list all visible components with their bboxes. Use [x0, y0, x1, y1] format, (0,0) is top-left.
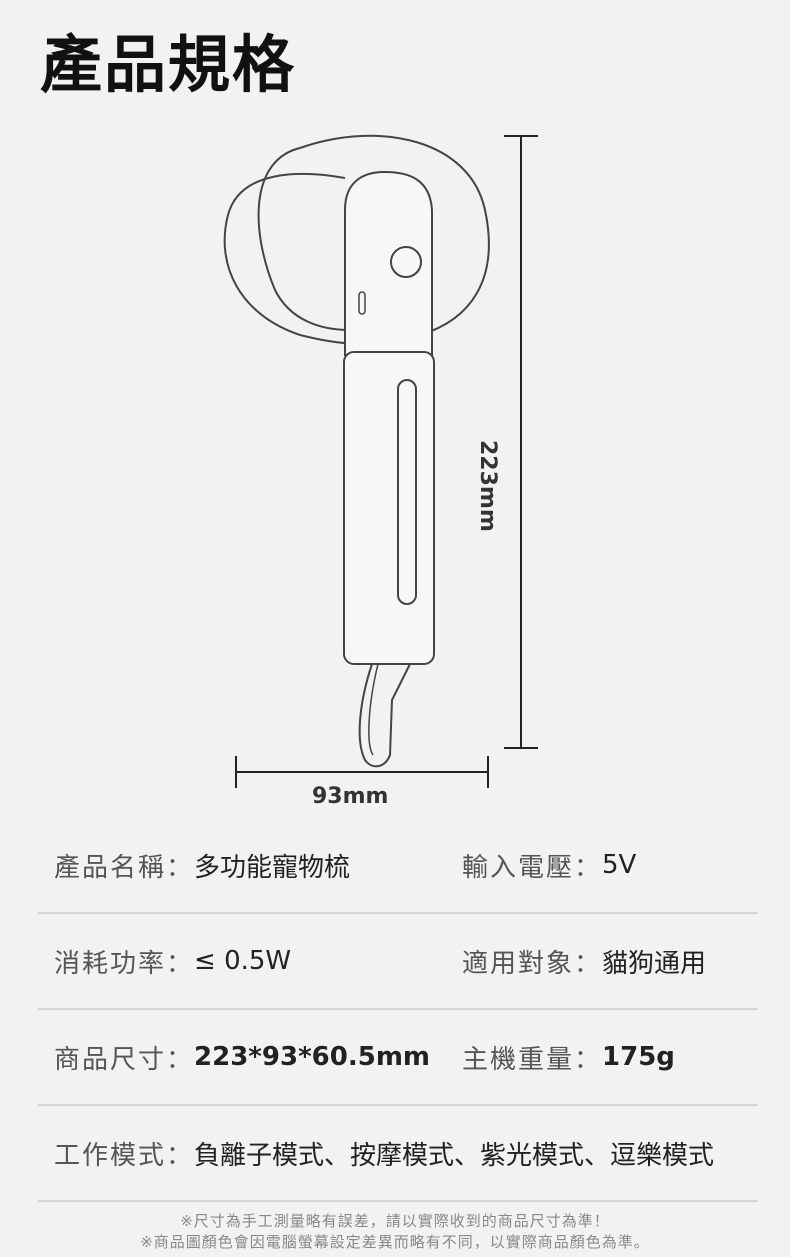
disclaimer-note: ※尺寸為手工測量略有誤差，請以實際收到的商品尺寸為準！ [180, 1212, 610, 1230]
width-dimension-label: 93mm [312, 784, 389, 809]
spec-label: 適用對象： [462, 948, 603, 979]
spec-item-name: 產品名稱： 多功能寵物梳 [54, 818, 350, 912]
spec-value: 貓狗通用 [602, 948, 707, 979]
spec-label: 產品名稱： [54, 852, 195, 883]
page-title: 產品規格 [40, 28, 297, 101]
spec-row: 產品名稱： 多功能寵物梳 輸入電壓： 5V [38, 818, 758, 914]
power-button-icon [390, 246, 422, 278]
spec-label: 工作模式： [54, 1140, 195, 1171]
spec-row: 工作模式： 負離子模式、按摩模式、紫光模式、逗樂模式 [38, 1106, 758, 1202]
spec-value: 175g [602, 1042, 675, 1072]
spec-label: 輸入電壓： [462, 852, 603, 883]
spec-value: 223*93*60.5mm [194, 1042, 430, 1072]
spec-value: 負離子模式、按摩模式、紫光模式、逗樂模式 [194, 1140, 715, 1171]
spec-row: 商品尺寸： 223*93*60.5mm 主機重量： 175g [38, 1010, 758, 1106]
spec-label: 消耗功率： [54, 948, 195, 979]
spec-value: 5V [602, 850, 637, 880]
spec-item-weight: 主機重量： 175g [462, 1010, 675, 1104]
spec-item-power: 消耗功率： ≤ 0.5W [54, 914, 291, 1008]
spec-label: 商品尺寸： [54, 1044, 195, 1075]
spec-item-mode: 工作模式： 負離子模式、按摩模式、紫光模式、逗樂模式 [54, 1106, 714, 1200]
spec-item-voltage: 輸入電壓： 5V [462, 818, 636, 912]
spec-value: 多功能寵物梳 [194, 852, 351, 883]
height-dimension-label: 223mm [475, 440, 500, 532]
product-line-drawing [223, 134, 538, 788]
spec-item-target: 適用對象： 貓狗通用 [462, 914, 706, 1008]
disclaimer-note: ※商品圖顏色會因電腦螢幕設定差異而略有不同，以實際商品顏色為準。 [140, 1233, 650, 1251]
spec-label: 主機重量： [462, 1044, 603, 1075]
spec-row: 消耗功率： ≤ 0.5W 適用對象： 貓狗通用 [38, 914, 758, 1010]
spec-value: ≤ 0.5W [194, 946, 292, 976]
spec-item-size: 商品尺寸： 223*93*60.5mm [54, 1010, 430, 1104]
